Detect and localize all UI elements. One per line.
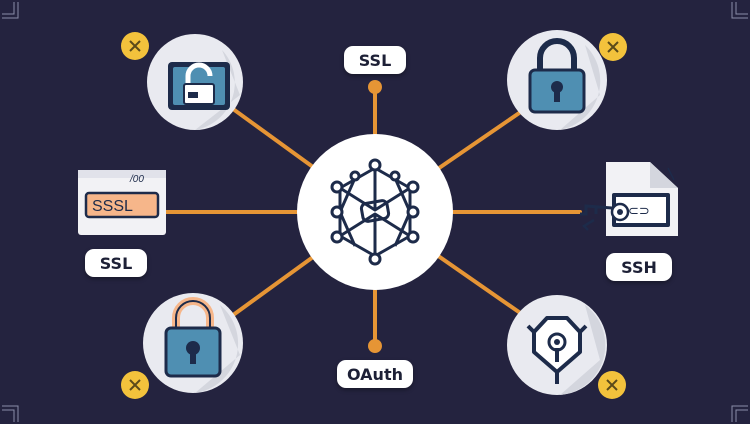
- badge-bottom-right: [598, 371, 626, 399]
- ssh-key-terminal-icon: ⊂⊃: [580, 193, 670, 231]
- node-right: ⊂⊃: [580, 162, 678, 236]
- label-oauth: OAuth: [337, 360, 413, 388]
- node-bottom-left: [143, 293, 243, 393]
- svg-text:⊂⊃: ⊂⊃: [628, 203, 650, 218]
- connector-dot-bottom: [368, 339, 382, 353]
- certificate-text: SSSL: [92, 198, 133, 215]
- padlock-icon: [164, 297, 222, 378]
- certificate-tag: /00: [129, 174, 144, 185]
- padlock-icon: [528, 38, 586, 114]
- label-ssl-top: SSL: [344, 46, 406, 74]
- hub-node: [297, 134, 453, 290]
- badge-top-right: [599, 33, 627, 61]
- node-bottom-right: [507, 295, 607, 395]
- node-top-left: [147, 34, 243, 130]
- open-padlock-monitor-icon: [168, 62, 230, 110]
- close-icon: [607, 41, 619, 53]
- label-ssl-left: SSL: [85, 249, 147, 277]
- close-icon: [129, 379, 141, 391]
- ssl-certificate-icon: SSSL /00: [84, 174, 160, 219]
- hub-nodes: [330, 158, 420, 266]
- badge-bottom-left: [121, 371, 149, 399]
- connector-dot-top: [368, 80, 382, 94]
- close-icon: [606, 379, 618, 391]
- node-top-right: [507, 30, 607, 130]
- label-ssh: SSH: [606, 253, 672, 281]
- shield-keyhole-icon: [526, 316, 588, 384]
- badge-top-left: [121, 32, 149, 60]
- close-icon: [129, 40, 141, 52]
- node-left: SSSL /00: [78, 170, 166, 235]
